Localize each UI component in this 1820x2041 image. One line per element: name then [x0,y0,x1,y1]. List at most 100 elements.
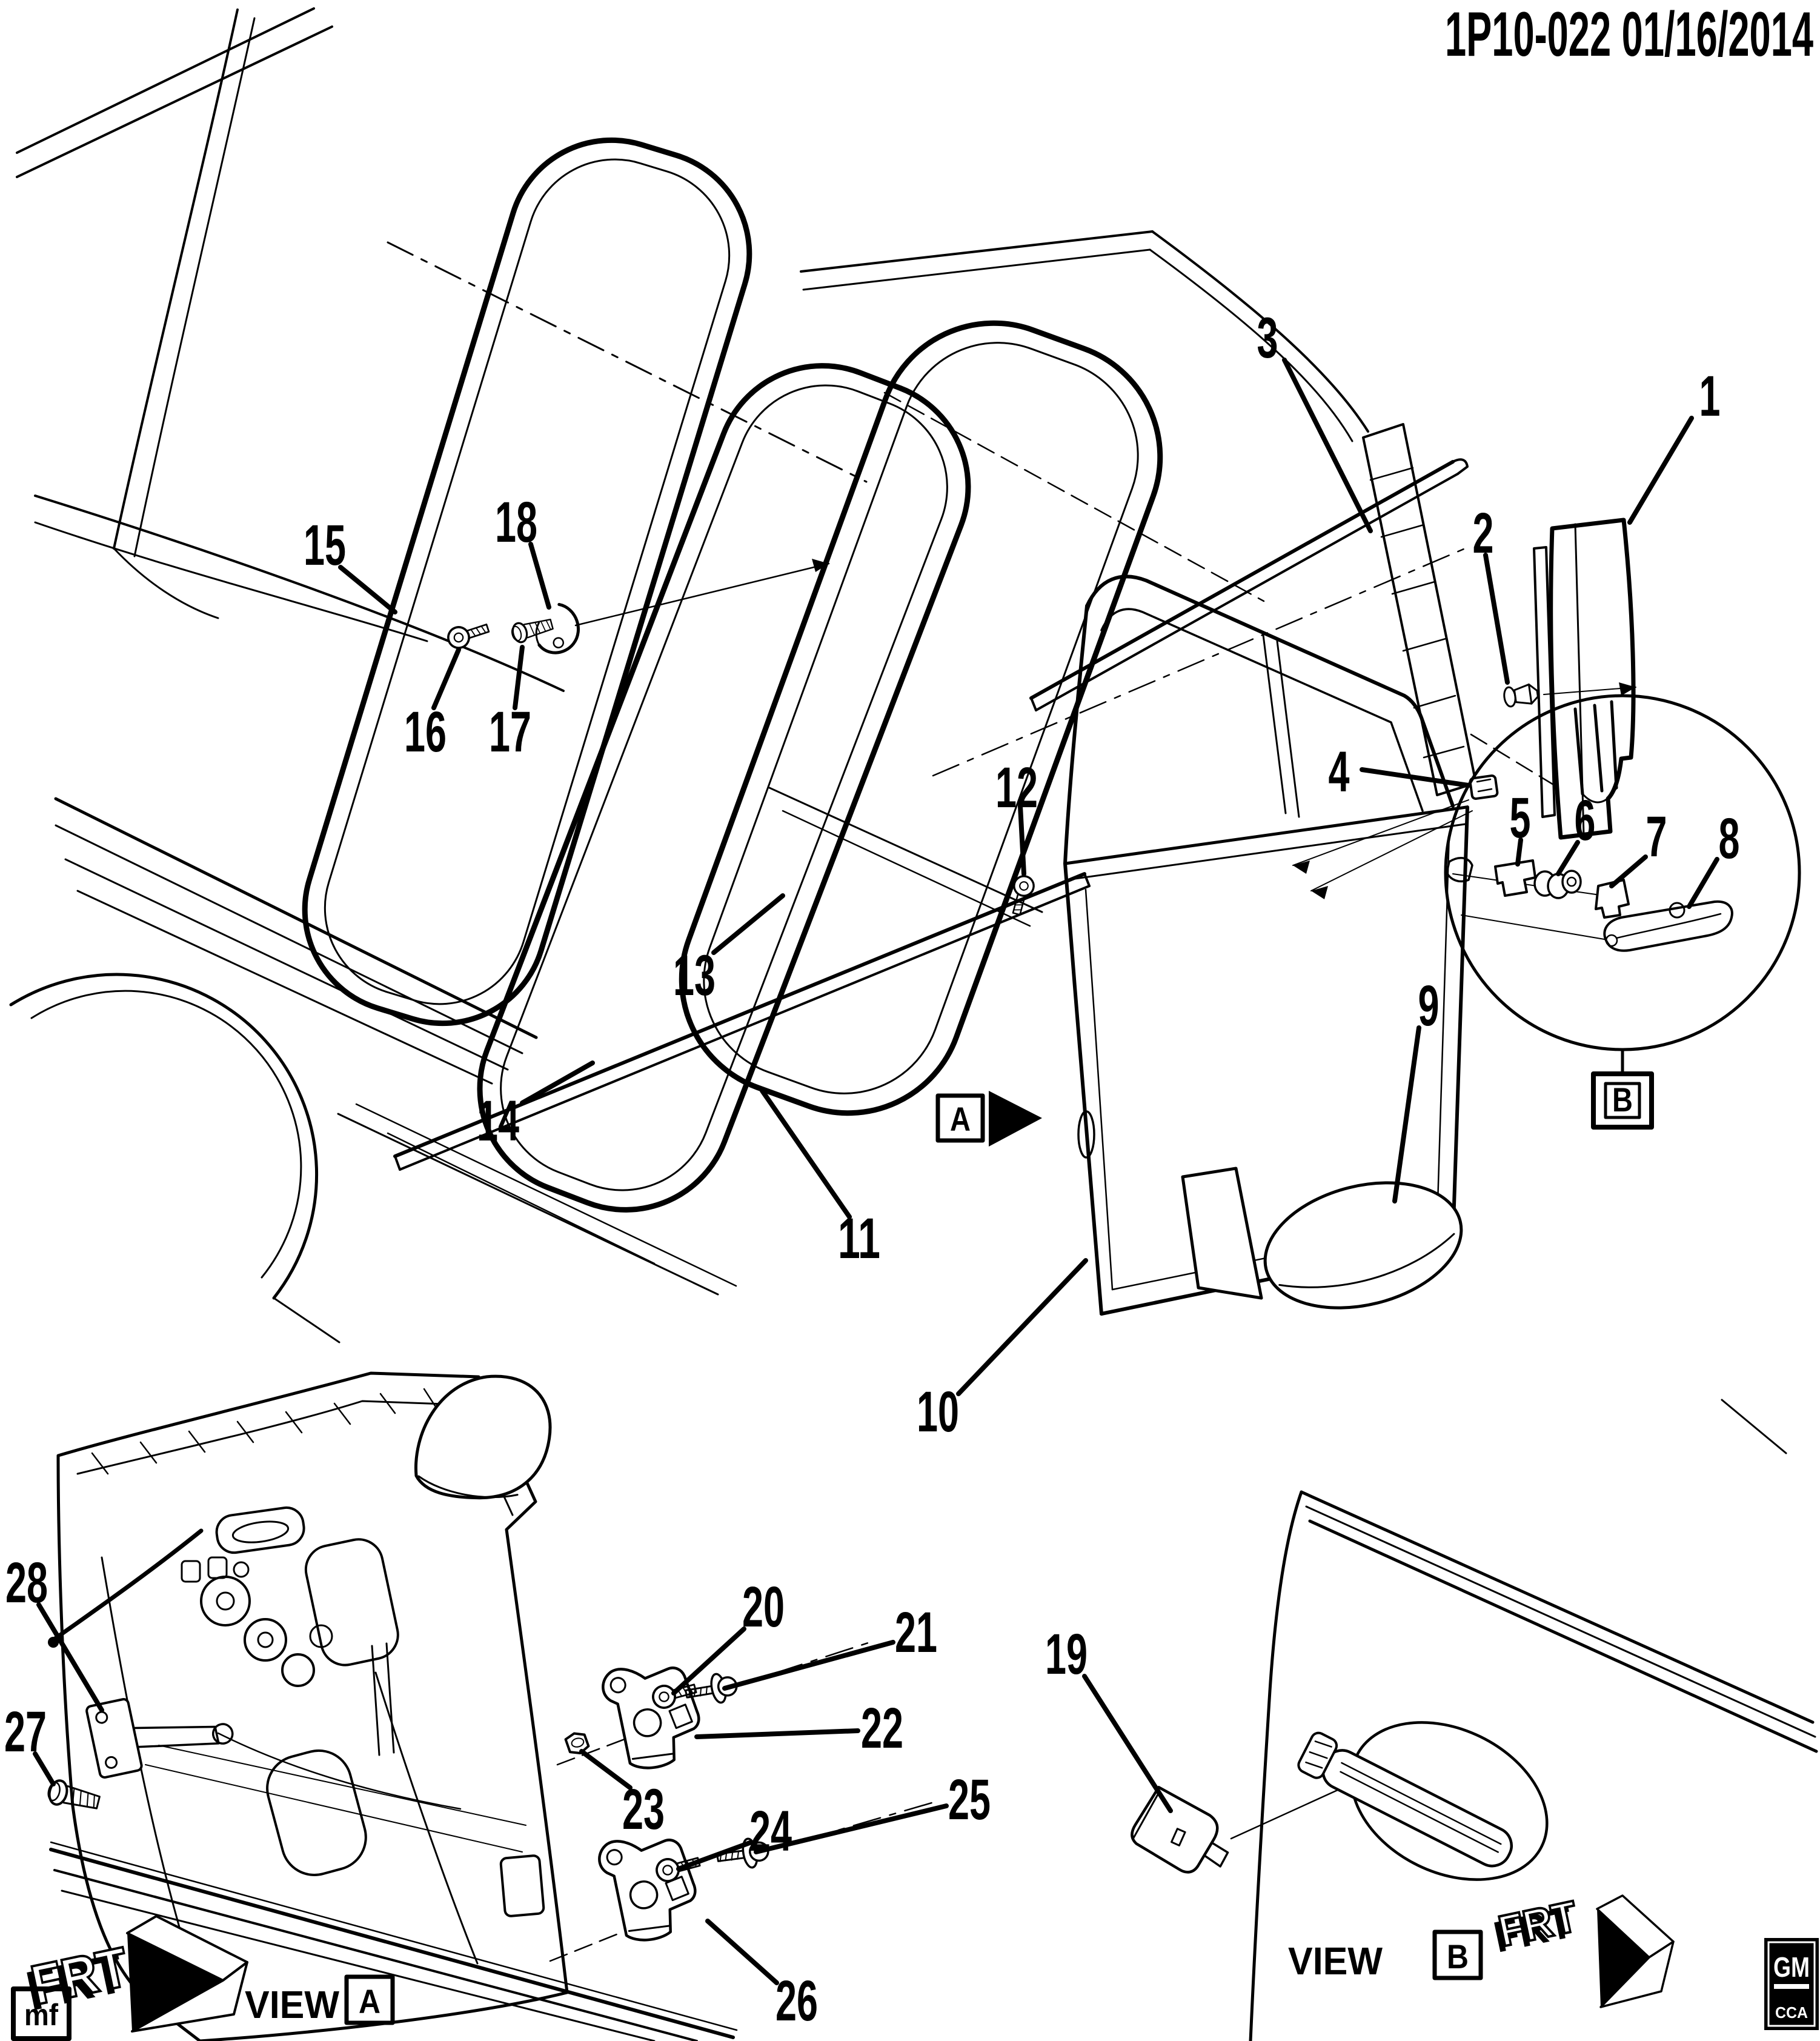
gm-sub: CCA [1775,2003,1808,2022]
hinge-nut-23 [564,1732,590,1755]
part-label-9: 9 [1418,974,1440,1038]
detail-a-letter: A [950,1100,971,1138]
view-a-text: VIEW [245,1983,340,2026]
part-label-3: 3 [1257,306,1278,370]
upper-hinge-22 [599,1653,708,1776]
part-label-2: 2 [1473,501,1494,565]
part-leader-12 [1018,804,1026,876]
applique-clip-2 [1503,683,1539,708]
retainer-clip-18 [535,602,580,654]
side-mirror [1181,1167,1463,1310]
part-label-8: 8 [1719,807,1740,871]
part-label-28: 28 [5,1551,48,1615]
view-b-caption: VIEW B [1288,1929,1483,1983]
handle-end-cap-19 [1131,1786,1229,1874]
part-leader-16 [431,647,461,710]
view-b-door-outer [1131,1399,1818,2041]
part-label-26: 26 [775,1969,818,2033]
part-leader-5 [1515,837,1523,867]
part-label-25: 25 [948,1768,991,1832]
part-label-1: 1 [1699,364,1721,428]
detail-circle-b: B [1444,694,1801,1130]
part-label-19: 19 [1045,1622,1088,1686]
handle-bracket-8 [1603,900,1733,952]
inner-door-handle [215,1506,305,1554]
detail-b-letter: B [1612,1080,1633,1119]
part-label-11: 11 [838,1207,880,1271]
view-b-text: VIEW [1288,1939,1383,1983]
frt-arrow-right: FRT FRT [1490,1891,1675,2008]
clip-7 [1595,879,1630,919]
seal-fasteners [444,559,830,654]
view-b-letter: B [1447,1937,1469,1976]
part-leader-10 [956,1258,1088,1396]
part-label-27: 27 [4,1700,47,1764]
part-leader-26 [705,1919,779,1985]
part-leader-4 [1360,767,1471,788]
part-leader-13 [711,893,785,955]
part-leader-20 [671,1626,746,1696]
mirror-silhouette [414,1374,552,1500]
part-label-14: 14 [477,1089,519,1153]
part-label-13: 13 [673,944,716,1008]
drawing-title: 1P10-022 01/16/2014 [1445,0,1813,70]
view-a-door-inner [44,1371,939,2041]
part-label-15: 15 [304,513,346,578]
mf-box: mf [11,1986,71,2041]
part-leader-17 [513,645,525,710]
detail-a-marker: A [935,1091,1042,1147]
part-label-12: 12 [995,756,1038,820]
part-label-18: 18 [495,490,537,554]
part-leader-21 [722,1640,895,1691]
part-label-17: 17 [489,700,531,764]
gm-brand: GM [1773,1951,1810,1983]
part-label-22: 22 [861,1696,903,1760]
part-label-16: 16 [404,700,447,764]
part-leader-14 [520,1060,595,1105]
part-label-21: 21 [895,1600,937,1665]
guide-bracket-5 [1494,859,1536,897]
part-leader-3 [1282,358,1373,533]
part-leader-6 [1556,840,1580,876]
lower-hinge-26 [596,1825,705,1948]
detail-b-marker: B [1591,1071,1654,1130]
frt-right-arrow-icon [1597,1909,1649,2007]
part-leader-8 [1687,857,1719,909]
part-leader-23 [579,1749,633,1790]
part-label-5: 5 [1510,786,1531,850]
part-leader-11 [760,1088,852,1219]
part-label-23: 23 [622,1777,665,1842]
frt-right-arrow-facet2 [1599,1940,1675,2008]
sash-clip-4 [1292,774,1499,899]
part-label-4: 4 [1329,740,1350,804]
part-leader-24 [676,1840,754,1871]
frt-left-arrow-icon [127,1933,223,2031]
car-body-outline [9,7,1477,1343]
part-leader-1 [1627,416,1694,525]
view-a-letter: A [359,1982,380,2020]
clip-insertion-arrowhead [1619,682,1636,696]
part-leader-28 [36,1602,104,1713]
part-label-7: 7 [1646,805,1667,869]
view-a-caption: VIEW A [245,1974,395,2026]
view-a-direction-arrow-icon [989,1091,1042,1147]
frt-left-arrow-facet2 [131,1961,248,2033]
part-label-10: 10 [917,1380,959,1444]
part-leader-2 [1483,553,1510,685]
door-frame-seal-13 [679,320,1163,1116]
part-label-6: 6 [1575,788,1596,853]
gm-logo: GM CCA [1764,1938,1819,2030]
grommet-6 [1533,870,1582,899]
part-leader-7 [1609,854,1648,888]
part-leader-18 [528,542,551,610]
part-leader-22 [694,1728,860,1739]
belt-molding-3 [932,458,1473,777]
part-leader-19 [1082,1674,1173,1813]
part-leader-15 [338,565,397,614]
part-leader-27 [33,1751,56,1786]
outside-door-handle [1297,1731,1513,1868]
pillar-applique-1 [1533,518,1636,840]
door-check-strap-28 [85,1698,234,1779]
